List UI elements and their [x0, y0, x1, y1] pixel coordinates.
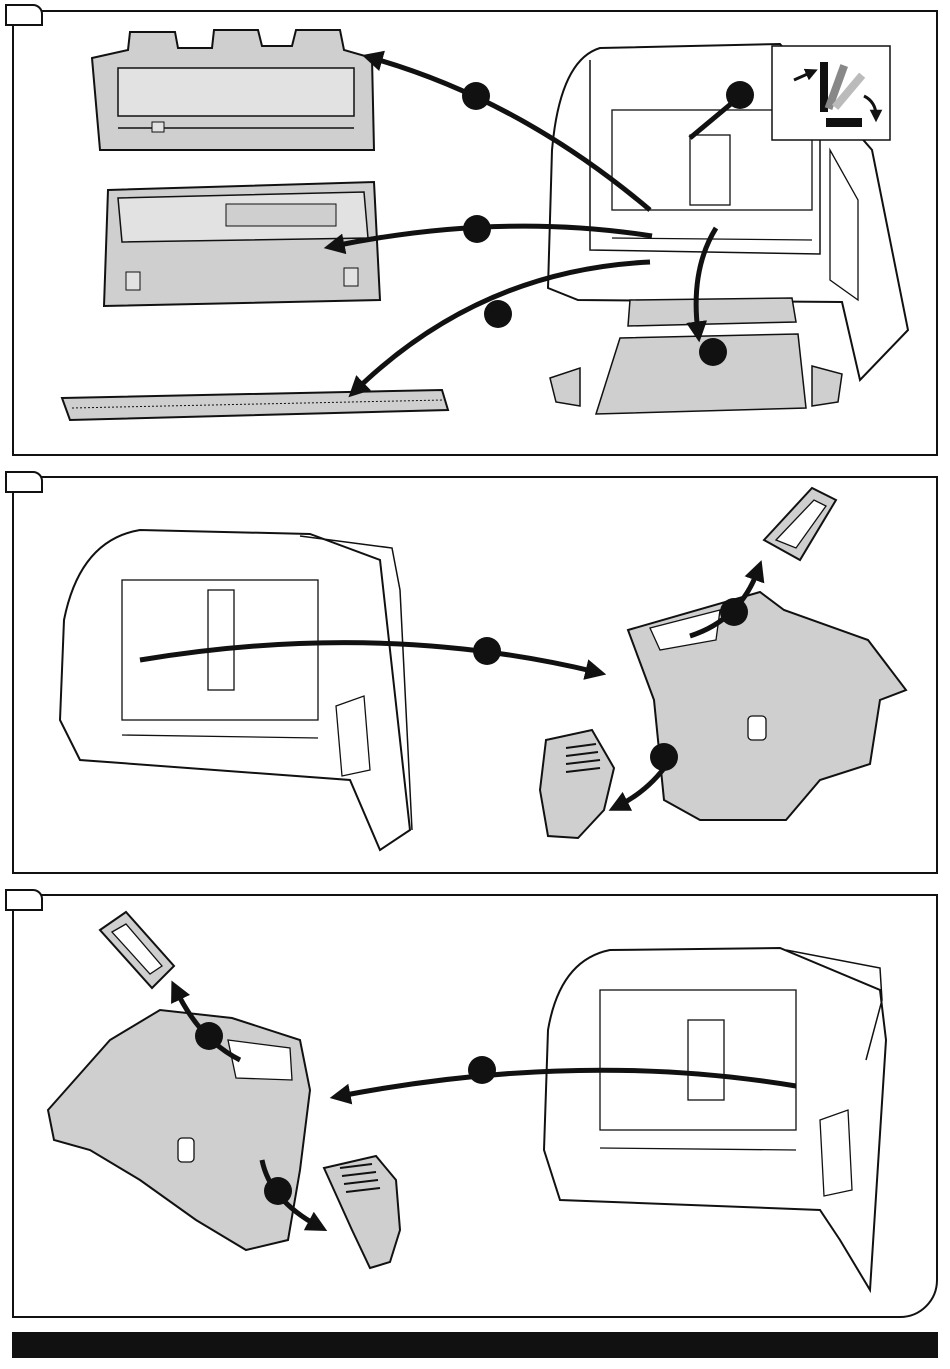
- callout-marker: [264, 1177, 292, 1205]
- quarter-trim-panel-right: [628, 592, 906, 820]
- callout-marker: [195, 1022, 223, 1050]
- footer-bar: [12, 1332, 938, 1358]
- seat-fold-icon: [772, 46, 890, 140]
- parcel-shelf-panel: [92, 30, 374, 150]
- trim-cover-handle-part-3: [100, 912, 174, 988]
- callout-marker: [463, 215, 491, 243]
- vent-cover-part: [540, 730, 614, 838]
- callout-marker: [650, 743, 678, 771]
- callout-marker: [720, 598, 748, 626]
- callout-marker: [462, 82, 490, 110]
- callout-marker: [726, 81, 754, 109]
- vehicle-rear-open-trunk-3: [544, 948, 886, 1290]
- sill-trim-strip: [62, 390, 448, 420]
- callout-marker: [473, 637, 501, 665]
- trim-cover-handle-part: [764, 488, 836, 560]
- vehicle-rear-open-trunk-2: [60, 530, 412, 850]
- callout-marker: [484, 300, 512, 328]
- callout-marker: [699, 338, 727, 366]
- quarter-trim-panel-left: [48, 1010, 310, 1250]
- vent-cover-part-3: [324, 1156, 400, 1268]
- callout-marker: [468, 1056, 496, 1084]
